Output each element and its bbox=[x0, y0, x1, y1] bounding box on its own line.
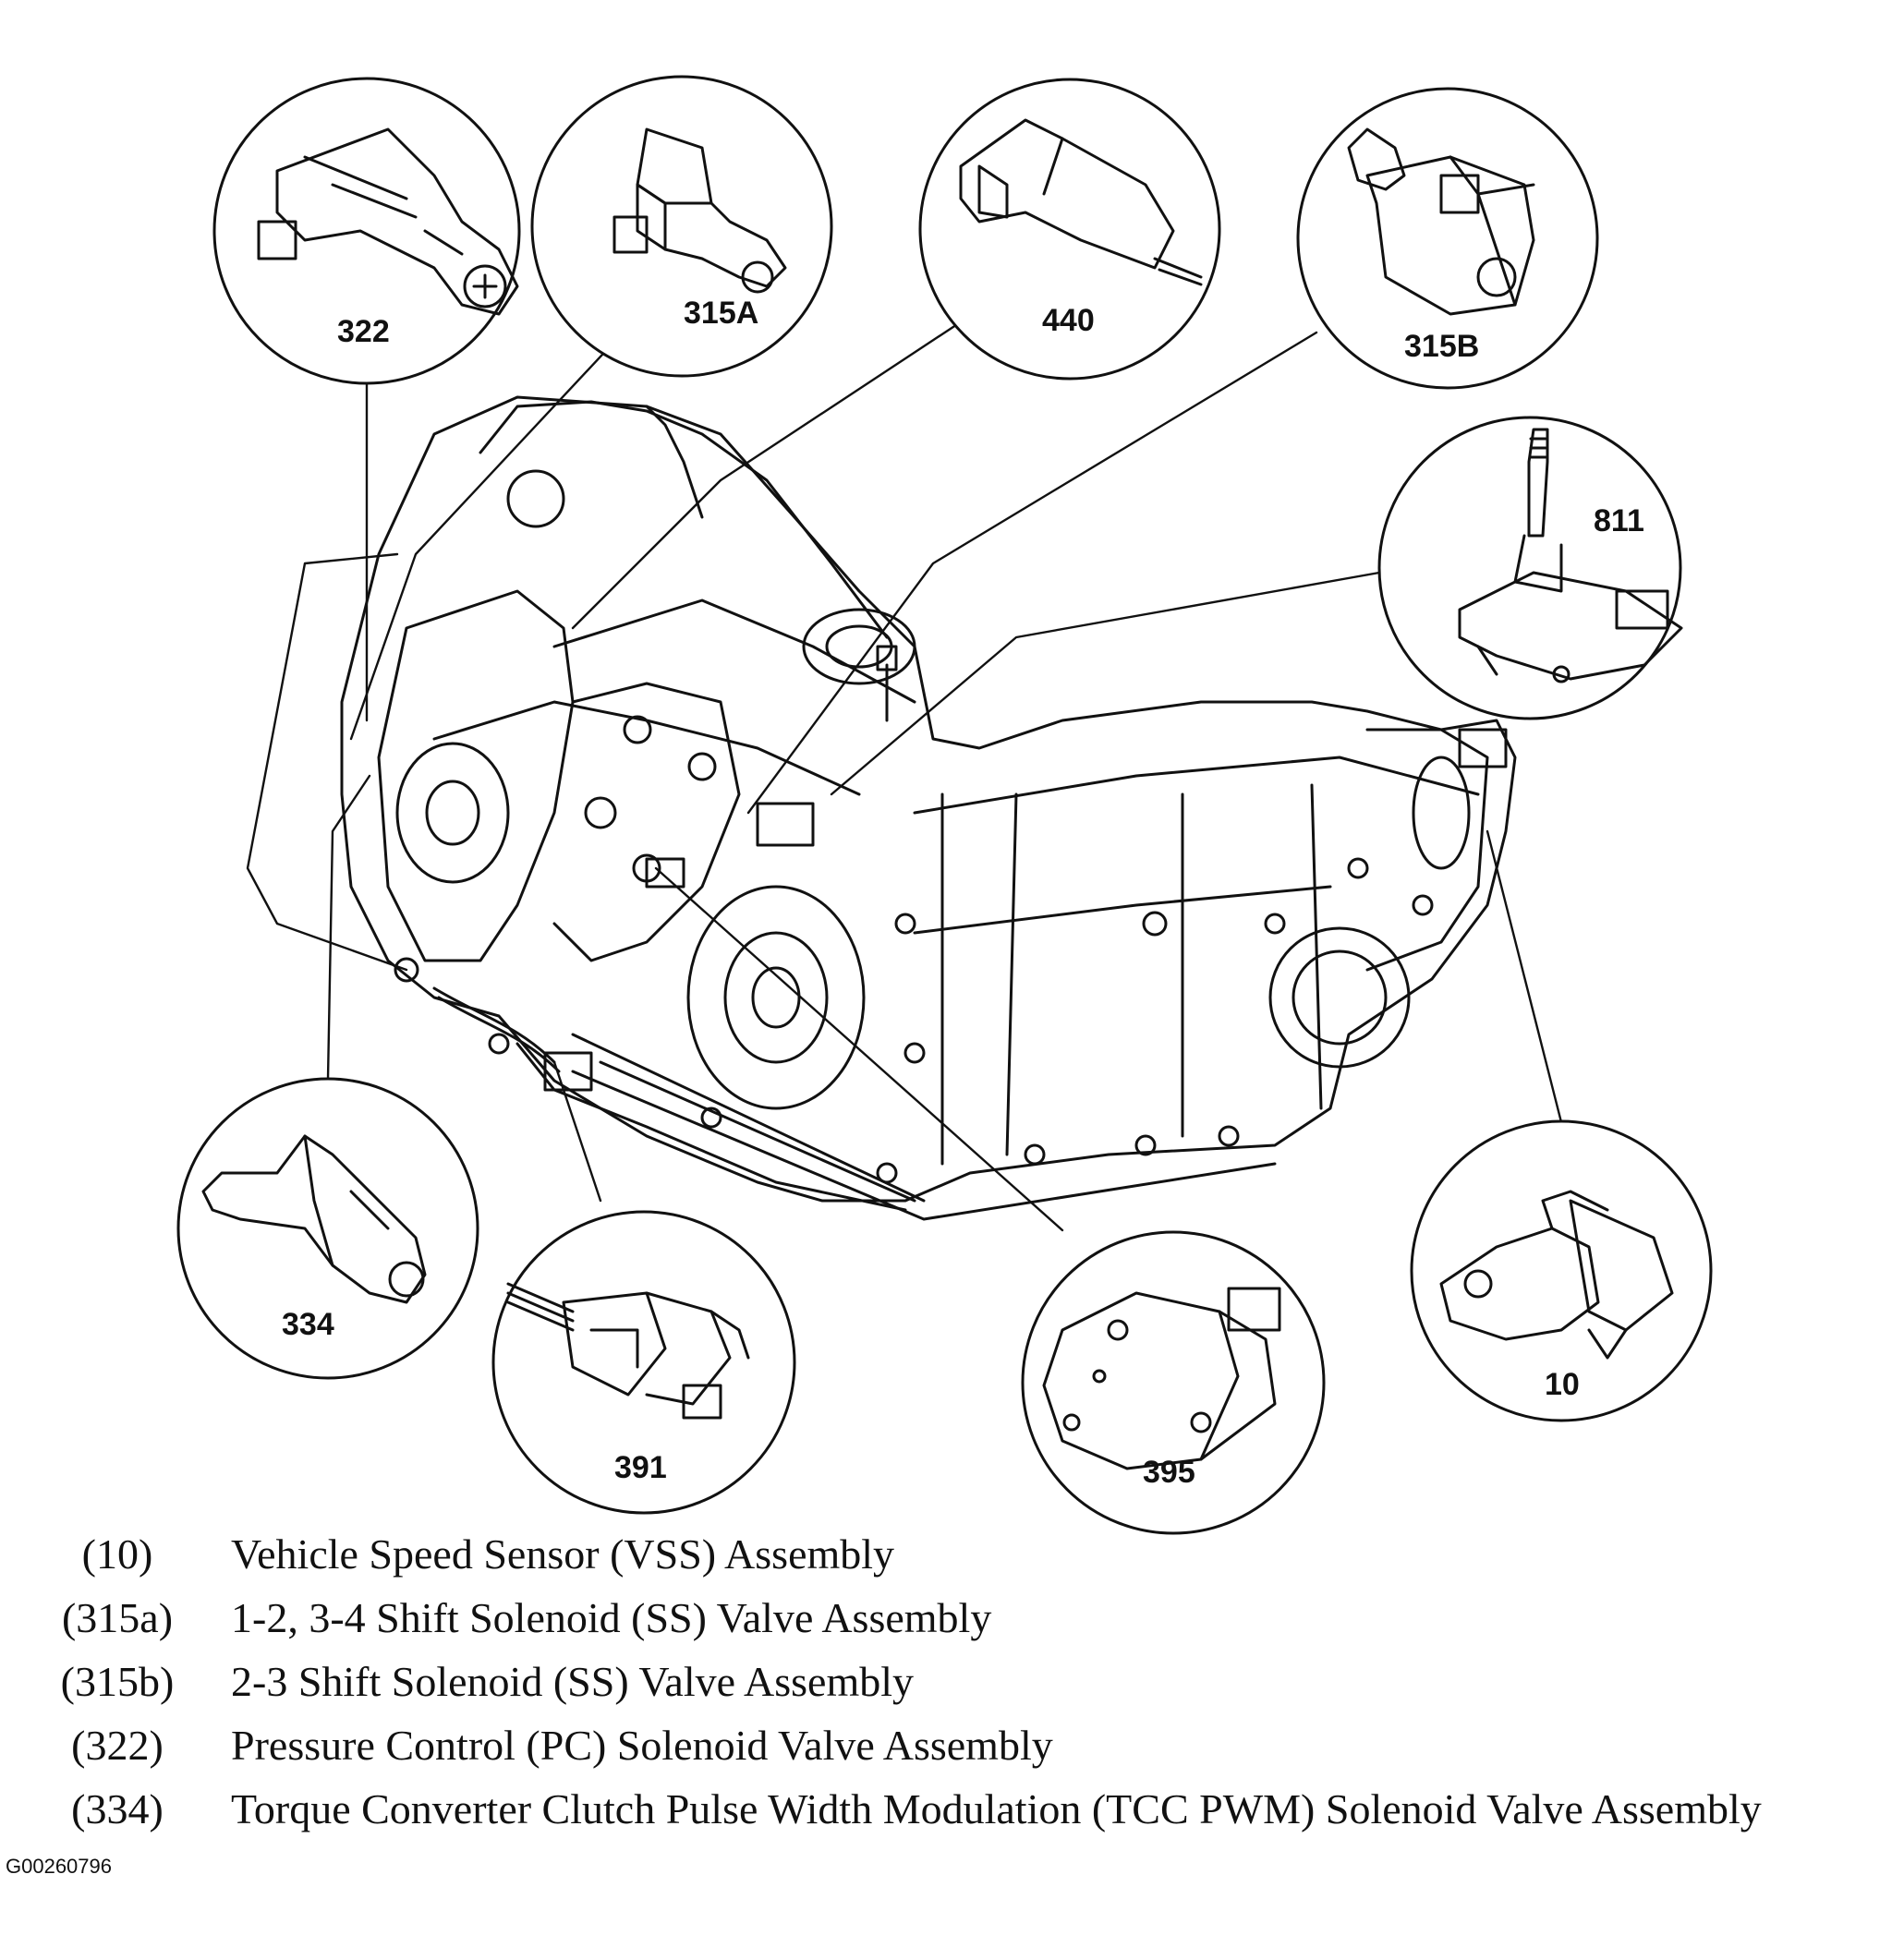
callout-label-315a: 315A bbox=[684, 296, 758, 331]
callout-10: 10 bbox=[1410, 1119, 1713, 1422]
legend-row: (10) Vehicle Speed Sensor (VSS) Assembly bbox=[48, 1522, 1886, 1586]
transmission-body bbox=[340, 395, 1517, 1221]
callout-label-10: 10 bbox=[1545, 1367, 1580, 1402]
callout-label-811: 811 bbox=[1594, 503, 1644, 538]
legend-description: Torque Converter Clutch Pulse Width Modu… bbox=[231, 1785, 1762, 1832]
callout-391: 391 bbox=[491, 1210, 796, 1515]
leader-lines bbox=[246, 312, 1563, 1232]
legend-number: (10) bbox=[81, 1530, 153, 1578]
legend-description: Pressure Control (PC) Solenoid Valve Ass… bbox=[231, 1722, 1053, 1769]
callout-315a: 315A bbox=[530, 75, 833, 378]
legend-number: (322) bbox=[71, 1722, 164, 1769]
callout-label-395: 395 bbox=[1143, 1455, 1195, 1490]
legend-description: 1-2, 3-4 Shift Solenoid (SS) Valve Assem… bbox=[231, 1594, 992, 1641]
legend-number: (315a) bbox=[61, 1594, 174, 1641]
legend-row: (315b) 2-3 Shift Solenoid (SS) Valve Ass… bbox=[48, 1650, 1886, 1713]
callout-label-322: 322 bbox=[337, 314, 390, 349]
legend-number: (315b) bbox=[60, 1658, 175, 1705]
callout-334: 334 bbox=[176, 1077, 479, 1380]
callout-811: 811 bbox=[1377, 416, 1683, 720]
callout-322: 322 bbox=[212, 77, 521, 385]
callout-label-334: 334 bbox=[282, 1307, 334, 1342]
legend: (10) Vehicle Speed Sensor (VSS) Assembly… bbox=[48, 1522, 1886, 1841]
legend-row: (334) Torque Converter Clutch Pulse Widt… bbox=[48, 1777, 1886, 1841]
legend-number: (334) bbox=[71, 1785, 164, 1832]
callout-315b: 315B bbox=[1296, 87, 1599, 390]
callout-label-391: 391 bbox=[614, 1450, 667, 1485]
legend-description: 2-3 Shift Solenoid (SS) Valve Assembly bbox=[231, 1658, 915, 1705]
callout-label-315b: 315B bbox=[1404, 329, 1479, 364]
legend-row: (322) Pressure Control (PC) Solenoid Val… bbox=[48, 1713, 1886, 1777]
legend-row: (315a) 1-2, 3-4 Shift Solenoid (SS) Valv… bbox=[48, 1586, 1886, 1650]
legend-description: Vehicle Speed Sensor (VSS) Assembly bbox=[231, 1530, 895, 1578]
figure-code: G00260796 bbox=[6, 1855, 112, 1878]
callout-label-440: 440 bbox=[1042, 303, 1095, 338]
callout-440: 440 bbox=[918, 78, 1221, 381]
callout-395: 395 bbox=[1021, 1230, 1326, 1535]
